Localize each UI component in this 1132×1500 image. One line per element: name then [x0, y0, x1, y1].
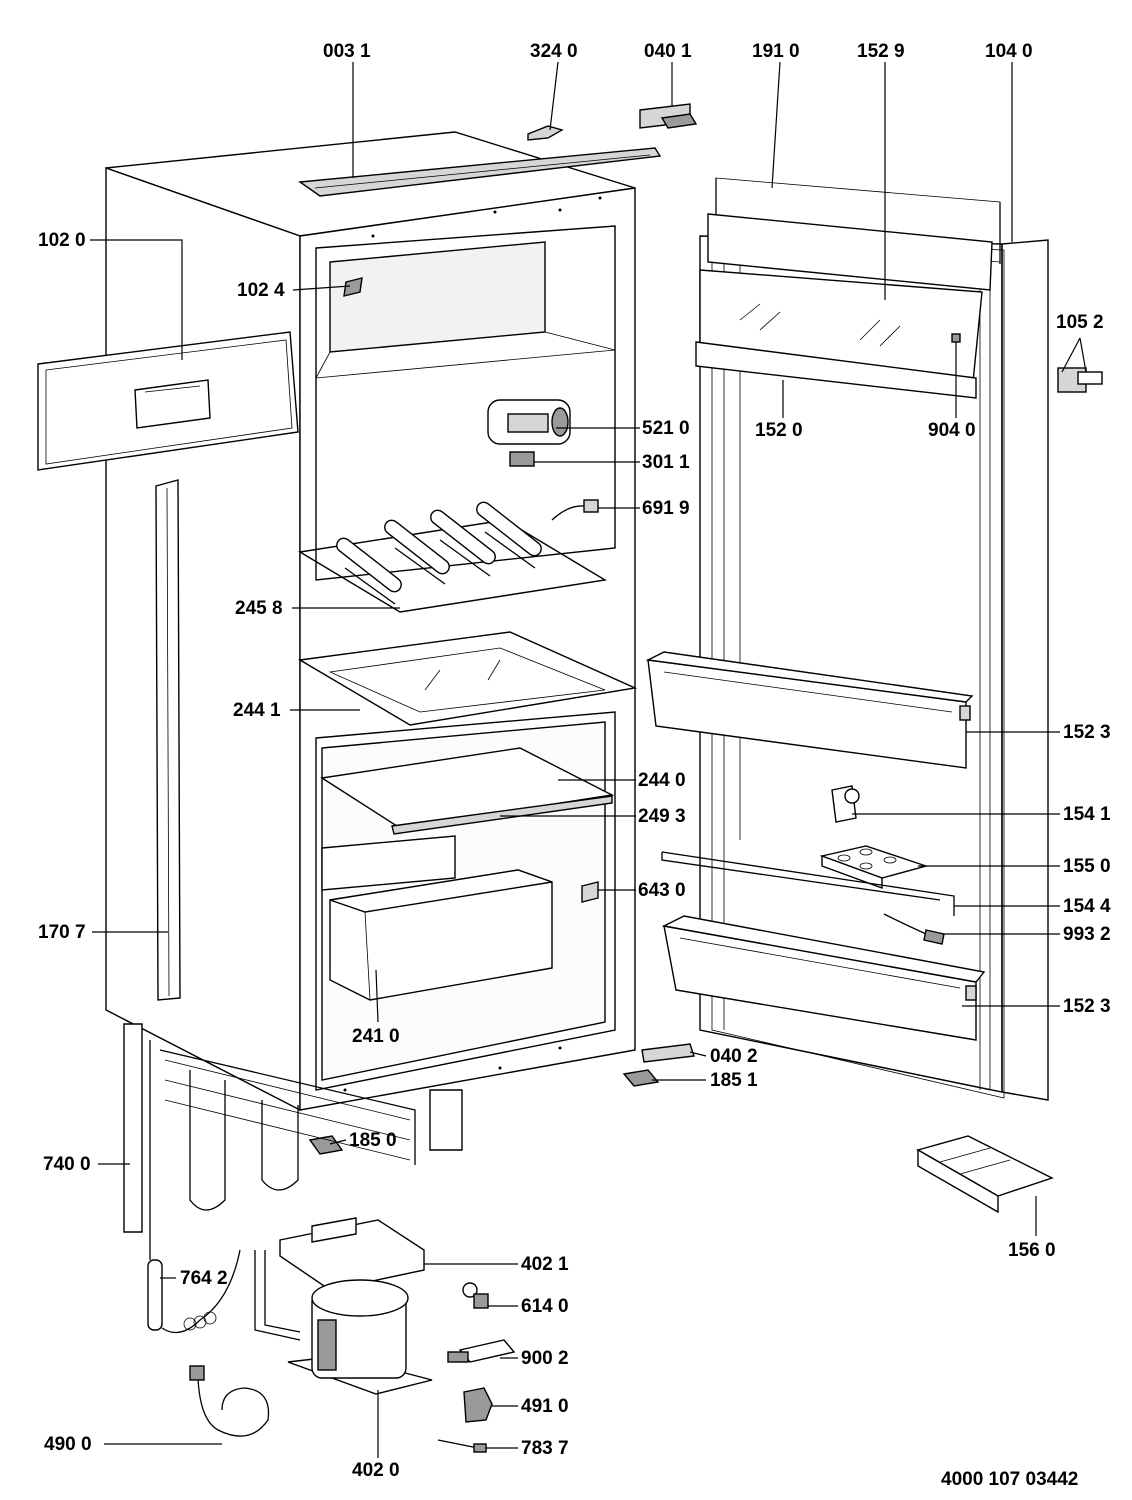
upper-hinge-part [639, 103, 698, 129]
part-label: 521 0 [642, 418, 690, 439]
part-label: 324 0 [530, 41, 578, 62]
part-label: 102 0 [38, 230, 86, 251]
part-label: 301 1 [642, 452, 690, 473]
part-label: 245 8 [235, 598, 283, 619]
door-bin-lower [661, 915, 986, 1041]
part-label: 102 4 [237, 280, 285, 301]
part-9002 [447, 1339, 516, 1363]
part-1851 [622, 1069, 660, 1087]
label-part-3011 [509, 451, 535, 467]
part-label: 152 3 [1063, 996, 1111, 1017]
control-housing-part [487, 399, 571, 445]
bottle-bar-part [661, 851, 955, 916]
part-label: 244 1 [233, 700, 281, 721]
part-label: 490 0 [44, 1434, 92, 1455]
part-label: 249 3 [638, 806, 686, 827]
part-label: 003 1 [323, 41, 371, 62]
part-7837 [437, 1439, 487, 1453]
door-part [699, 177, 1103, 1101]
part-label: 764 2 [180, 1268, 228, 1289]
egg-tray-part [819, 845, 929, 890]
glass-shelf-part-2440 [320, 747, 615, 835]
crisper-drawer-part [329, 869, 553, 1001]
part-label: 402 0 [352, 1460, 400, 1481]
compressor-part [254, 1250, 433, 1395]
part-label: 154 4 [1063, 896, 1111, 917]
evaporator-grid-part [297, 501, 608, 613]
part-label: 643 0 [638, 880, 686, 901]
part-label: 105 2 [1056, 312, 1104, 333]
part-label: 900 2 [521, 1348, 569, 1369]
part-label: 614 0 [521, 1296, 569, 1317]
part-label: 152 0 [755, 420, 803, 441]
part-label: 155 0 [1063, 856, 1111, 877]
part-label: 185 1 [710, 1070, 758, 1091]
freezer-flap-part [37, 331, 299, 471]
part-label: 185 0 [349, 1130, 397, 1151]
power-cord-part [189, 1365, 270, 1437]
leader-lines [90, 61, 1087, 1458]
door-balcony-top [695, 213, 993, 399]
part-label: 740 0 [43, 1154, 91, 1175]
small-part-1024 [343, 277, 363, 297]
document-number: 4000 107 03442 [941, 1469, 1079, 1490]
part-label: 241 0 [352, 1026, 400, 1047]
part-9932 [883, 913, 945, 945]
part-label: 993 2 [1063, 924, 1111, 945]
part-label: 154 1 [1063, 804, 1111, 825]
relay-cover-part [463, 1387, 493, 1423]
part-label: 040 1 [644, 41, 692, 62]
part-label: 152 3 [1063, 722, 1111, 743]
part-label: 402 1 [521, 1254, 569, 1275]
part-label: 104 0 [985, 41, 1033, 62]
part-6430 [581, 881, 599, 903]
part-label: 904 0 [928, 420, 976, 441]
part-label: 170 7 [38, 922, 86, 943]
drier-part [147, 1249, 241, 1334]
door-bin-upper [645, 651, 974, 769]
part-label: 191 0 [752, 41, 800, 62]
part-1541 [831, 785, 860, 823]
top-rail-part [298, 147, 662, 197]
part-label: 244 0 [638, 770, 686, 791]
seal-strip-part [155, 479, 181, 1001]
compressor-bracket-part [279, 1217, 425, 1291]
sensor-part-6919 [551, 499, 599, 521]
part-label: 152 9 [857, 41, 905, 62]
relay-part [462, 1282, 489, 1309]
clip-part-3240 [527, 125, 564, 141]
condenser-part [123, 1023, 463, 1260]
part-1850 [308, 1135, 344, 1155]
part-label: 040 2 [710, 1046, 758, 1067]
part-label: 491 0 [521, 1396, 569, 1417]
ice-tray-part [916, 1135, 1054, 1214]
lower-hinge-part [641, 1043, 695, 1063]
part-label: 783 7 [521, 1438, 569, 1459]
part-label: 691 9 [642, 498, 690, 519]
glass-shelf-part-2441 [297, 631, 638, 726]
part-label: 156 0 [1008, 1240, 1056, 1261]
